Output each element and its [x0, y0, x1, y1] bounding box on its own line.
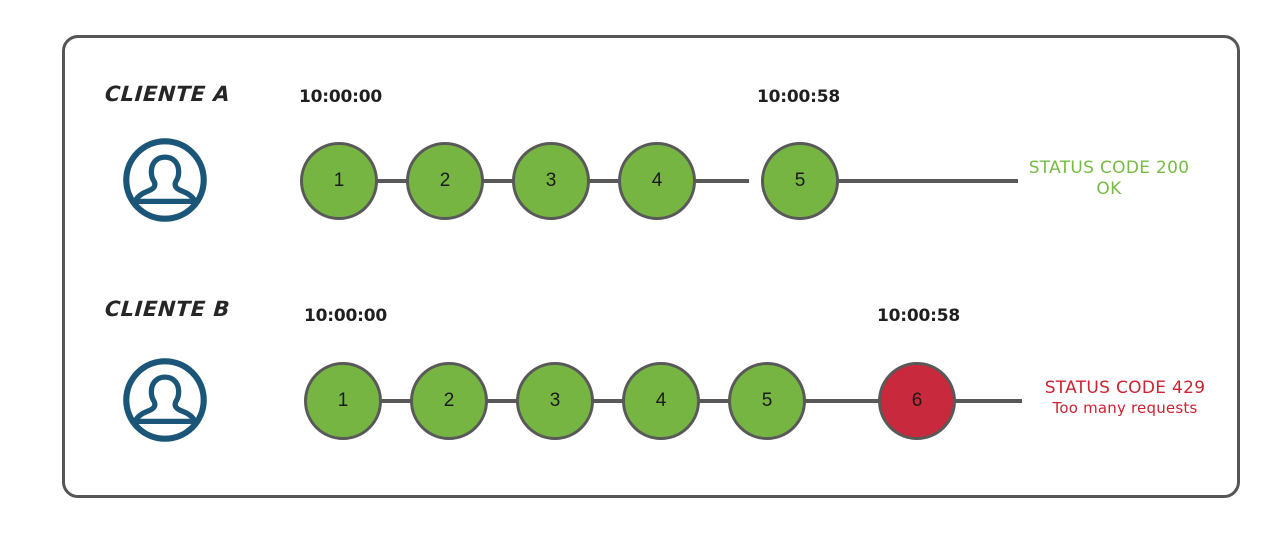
connector-b-6-status — [950, 399, 1022, 403]
request-node-label: 6 — [911, 390, 923, 411]
end-time-b: 10:00:58 — [877, 306, 960, 326]
request-node-label: 5 — [761, 390, 773, 411]
connector-a-3-4 — [587, 179, 643, 183]
request-node[interactable]: 4 — [622, 362, 700, 440]
request-node[interactable]: 3 — [512, 142, 590, 220]
request-node[interactable]: 2 — [410, 362, 488, 440]
connector-a-2-3 — [481, 179, 537, 183]
request-node[interactable]: 4 — [618, 142, 696, 220]
start-time-a: 10:00:00 — [299, 87, 382, 107]
user-avatar-icon-a — [121, 136, 209, 224]
connector-a-4-5 — [693, 179, 749, 183]
status-text-b: Too many requests — [1052, 399, 1198, 418]
request-node-label: 2 — [439, 170, 451, 191]
request-node-label: 5 — [794, 170, 806, 191]
connector-b-4-5 — [697, 399, 753, 403]
connector-a-1-2 — [375, 179, 431, 183]
end-time-a: 10:00:58 — [757, 87, 840, 107]
request-node[interactable]: 2 — [406, 142, 484, 220]
connector-a-5-status — [835, 179, 1018, 183]
request-node-label: 4 — [651, 170, 663, 191]
connector-b-1-2 — [379, 399, 435, 403]
request-node-label: 1 — [337, 390, 349, 411]
status-code-b: STATUS CODE 429 — [1044, 378, 1206, 398]
request-node-rate-limited[interactable]: 6 — [878, 362, 956, 440]
client-label-b: CLIENTE B — [104, 297, 231, 321]
request-node-label: 2 — [443, 390, 455, 411]
request-node-label: 1 — [333, 170, 345, 191]
request-node-label: 3 — [549, 390, 561, 411]
request-node[interactable]: 5 — [728, 362, 806, 440]
start-time-b: 10:00:00 — [304, 306, 387, 326]
status-badge-a: STATUS CODE 200 OK — [1024, 158, 1194, 201]
client-label-a: CLIENTE A — [104, 82, 232, 106]
request-node-label: 4 — [655, 390, 667, 411]
status-badge-b: STATUS CODE 429 Too many requests — [1027, 378, 1223, 418]
request-node[interactable]: 1 — [304, 362, 382, 440]
connector-b-3-4 — [591, 399, 647, 403]
request-node[interactable]: 3 — [516, 362, 594, 440]
status-code-a: STATUS CODE 200 — [1028, 158, 1190, 178]
connector-b-5-6 — [803, 399, 883, 403]
request-node-label: 3 — [545, 170, 557, 191]
user-avatar-icon-b — [121, 356, 209, 444]
request-node[interactable]: 1 — [300, 142, 378, 220]
request-node[interactable]: 5 — [761, 142, 839, 220]
connector-b-2-3 — [485, 399, 541, 403]
status-text-a: OK — [1096, 179, 1122, 200]
